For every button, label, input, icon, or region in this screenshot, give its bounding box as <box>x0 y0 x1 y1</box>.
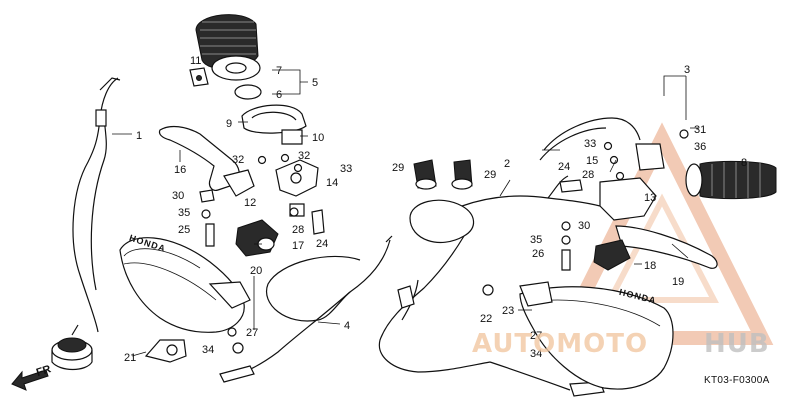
watermark-part1: AUTOMOTO <box>472 329 648 359</box>
clutch-lever-16 <box>158 125 255 197</box>
callout-numbers: 1 2 3 4 5 6 7 8 9 10 11 12 13 14 15 16 1… <box>124 55 747 364</box>
callout-35a: 35 <box>178 207 190 219</box>
watermark-text: AUTOMOTO HUB <box>472 329 770 359</box>
callout-27a: 27 <box>246 327 258 339</box>
callout-30b: 30 <box>578 220 590 232</box>
callout-29b: 29 <box>484 169 496 181</box>
callout-17: 17 <box>292 240 304 252</box>
throttle-grip-5 <box>189 14 262 100</box>
callout-3: 3 <box>684 64 690 76</box>
callout-22: 22 <box>480 313 492 325</box>
cable-clamps-29 <box>413 159 473 190</box>
callout-27b: 27 <box>530 330 542 342</box>
callout-31: 31 <box>694 124 706 136</box>
callout-20: 20 <box>250 265 262 277</box>
callout-30a: 30 <box>172 190 184 202</box>
callout-1: 1 <box>136 130 142 142</box>
callout-13: 13 <box>644 192 656 204</box>
grip-right-8 <box>685 160 777 200</box>
callout-8: 8 <box>741 157 747 169</box>
callout-33b: 33 <box>584 138 596 150</box>
callout-18: 18 <box>644 260 656 272</box>
callout-33a: 33 <box>340 163 352 175</box>
bracket-21 <box>144 339 187 363</box>
callout-15: 15 <box>586 155 598 167</box>
callout-11: 11 <box>190 55 201 67</box>
cable-4 <box>219 235 393 383</box>
callout-14: 14 <box>326 177 338 189</box>
callout-5: 5 <box>312 77 318 89</box>
callout-26: 26 <box>532 248 544 260</box>
callout-7: 7 <box>276 65 282 77</box>
callout-35b: 35 <box>530 234 542 246</box>
bolt-group-left <box>199 153 325 247</box>
switch-17 <box>235 219 279 257</box>
bolt-group-right <box>227 141 625 358</box>
callout-19: 19 <box>672 276 684 288</box>
callout-32a: 32 <box>232 154 244 166</box>
callout-32b: 32 <box>298 150 310 162</box>
leader-lines <box>112 69 698 357</box>
callout-28b: 28 <box>582 169 594 181</box>
switch-cable-3 <box>539 117 689 171</box>
callout-6: 6 <box>276 89 282 101</box>
callout-34b: 34 <box>530 348 542 360</box>
callout-16: 16 <box>174 164 186 176</box>
watermark-part2: HUB <box>704 329 770 359</box>
front-direction-label: FR <box>35 363 53 379</box>
callout-25: 25 <box>178 224 190 236</box>
throttle-housing-9 <box>241 104 307 145</box>
callout-29a: 29 <box>392 162 404 174</box>
front-direction-arrow: FR <box>11 363 53 391</box>
callout-2: 2 <box>504 158 510 170</box>
callout-4: 4 <box>344 320 350 332</box>
callout-24b: 24 <box>316 238 328 250</box>
callout-28a: 28 <box>292 224 304 236</box>
brake-lever-19 <box>593 177 718 271</box>
callout-36: 36 <box>694 141 706 153</box>
callout-34a: 34 <box>202 344 214 356</box>
callout-21: 21 <box>124 352 136 364</box>
callout-23: 23 <box>502 305 514 317</box>
callout-24a: 24 <box>558 161 570 173</box>
diagram-code: KT03-F0300A <box>704 375 770 386</box>
callout-10: 10 <box>312 132 324 144</box>
callout-9: 9 <box>226 118 232 130</box>
callout-12: 12 <box>244 197 256 209</box>
clutch-cable-1 <box>51 77 121 371</box>
handguard-left: HONDA <box>119 233 251 333</box>
